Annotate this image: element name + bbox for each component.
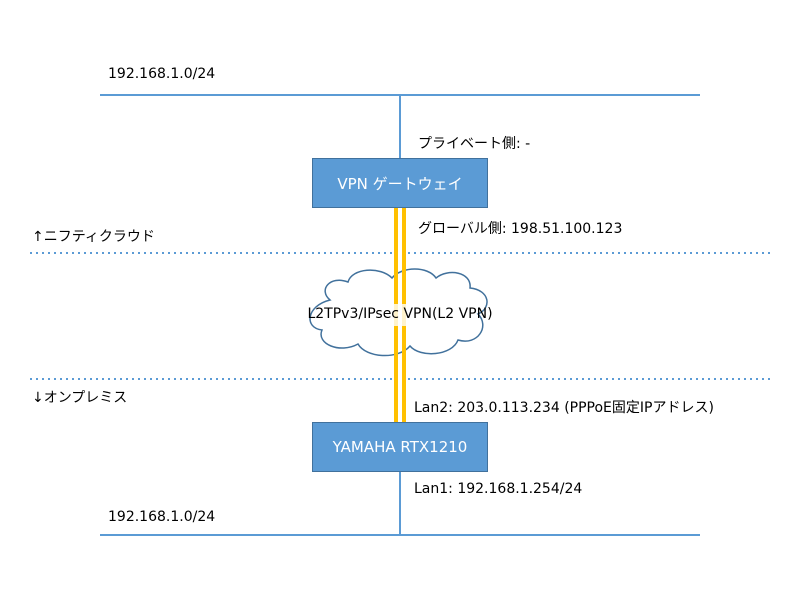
- yamaha-router-box: YAMAHA RTX1210: [312, 422, 488, 472]
- tunnel-label-backdrop: [390, 304, 410, 326]
- cloud-zone-label: ↑ニフティクラウド: [32, 229, 155, 245]
- gateway-global-side-label: グローバル側: 198.51.100.123: [418, 221, 623, 237]
- vpn-gateway-box: VPN ゲートウェイ: [312, 158, 488, 208]
- tunnel-label: L2TPv3/IPsec VPN(L2 VPN): [307, 306, 493, 322]
- bottom-network-label: 192.168.1.0/24: [108, 509, 216, 525]
- onprem-zone-label: ↓オンプレミス: [32, 390, 128, 406]
- gateway-private-side-label: プライベート側: -: [418, 136, 531, 152]
- router-lan2-label: Lan2: 203.0.113.234 (PPPoE固定IPアドレス): [414, 400, 714, 416]
- router-lan1-label: Lan1: 192.168.1.254/24: [414, 481, 583, 497]
- top-network-label: 192.168.1.0/24: [108, 66, 216, 82]
